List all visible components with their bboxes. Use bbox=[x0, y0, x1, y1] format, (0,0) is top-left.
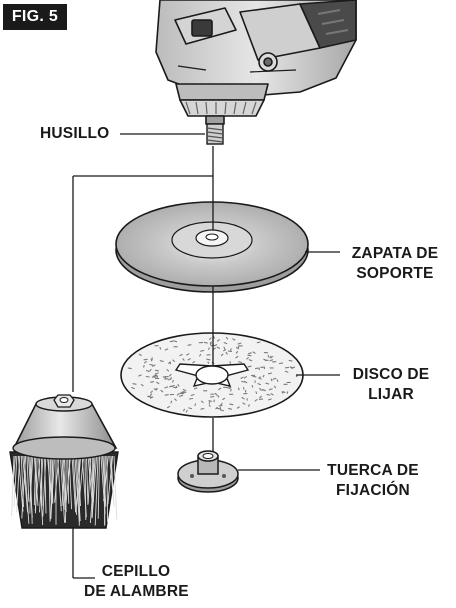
label-backing-pad-line2: SOPORTE bbox=[346, 264, 444, 284]
spindle bbox=[207, 124, 223, 144]
label-backing-pad-line1: ZAPATA DE bbox=[346, 244, 444, 264]
label-lock-nut: TUERCA DE FIJACIÓN bbox=[322, 461, 424, 501]
label-sanding-disc: DISCO DE LIJAR bbox=[346, 365, 436, 405]
figure-label: FIG. 5 bbox=[3, 4, 67, 30]
label-wire-brush-line2: DE ALAMBRE bbox=[84, 582, 188, 602]
backing-pad bbox=[116, 202, 308, 292]
label-wire-brush: CEPILLO DE ALAMBRE bbox=[84, 562, 188, 602]
label-lock-nut-line2: FIJACIÓN bbox=[322, 481, 424, 501]
label-sanding-disc-line2: LIJAR bbox=[346, 385, 436, 405]
wire-cup-brush bbox=[10, 395, 118, 528]
label-lock-nut-line1: TUERCA DE bbox=[322, 461, 424, 481]
label-wire-brush-line1: CEPILLO bbox=[84, 562, 188, 582]
label-sanding-disc-line1: DISCO DE bbox=[346, 365, 436, 385]
grinder-tool bbox=[156, 0, 356, 124]
label-spindle: HUSILLO bbox=[40, 124, 109, 144]
label-backing-pad: ZAPATA DE SOPORTE bbox=[346, 244, 444, 284]
lock-nut bbox=[178, 451, 238, 492]
sanding-disc bbox=[121, 333, 303, 417]
